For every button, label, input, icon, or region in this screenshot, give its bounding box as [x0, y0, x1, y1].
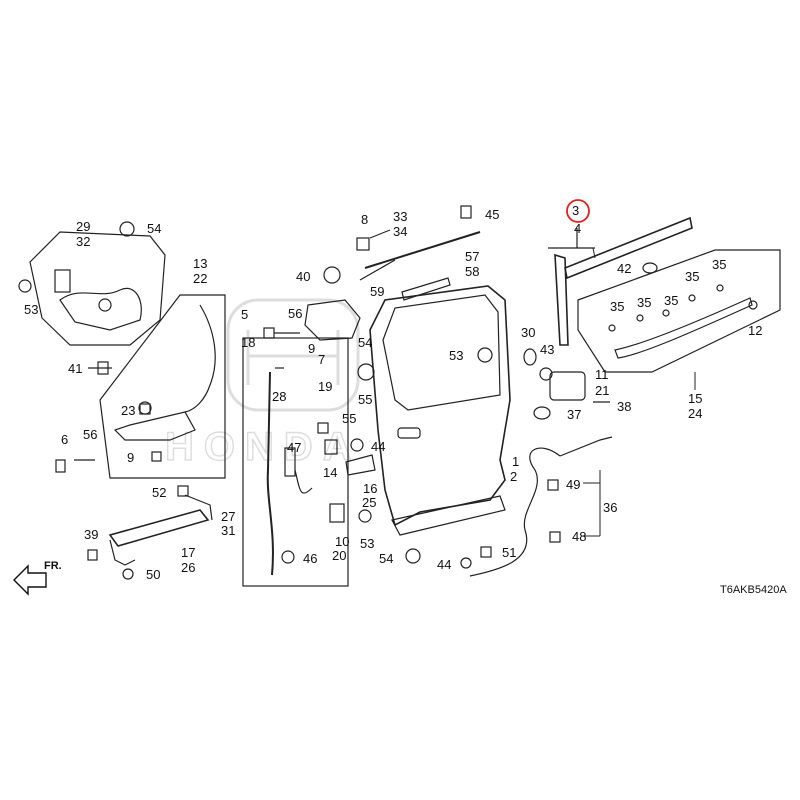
callout-c56a: 56	[288, 306, 303, 321]
callout-c20: 20	[332, 548, 347, 563]
callout-c47: 47	[287, 440, 302, 455]
callout-c59: 59	[370, 284, 385, 299]
callout-c35e: 35	[664, 293, 679, 308]
callout-c52: 52	[152, 485, 167, 500]
callout-c32: 32	[76, 234, 91, 249]
callout-c9a: 9	[308, 341, 316, 356]
front-arrow-icon	[13, 564, 47, 596]
callout-c44b: 44	[437, 557, 452, 572]
door-insulator	[29, 231, 166, 346]
regulator-frame	[99, 294, 226, 479]
grommet-53	[18, 279, 32, 293]
lower-roller-rail	[108, 509, 210, 547]
callout-c42: 42	[617, 261, 632, 276]
callout-c3: 3	[572, 203, 580, 218]
callout-c33: 33	[393, 209, 408, 224]
callout-c38: 38	[617, 399, 632, 414]
callout-c18: 18	[241, 335, 256, 350]
callout-c43: 43	[540, 342, 555, 357]
callout-c51: 51	[502, 545, 517, 560]
callout-c55b: 55	[342, 411, 357, 426]
callout-c14: 14	[323, 465, 338, 480]
callout-c29: 29	[76, 219, 91, 234]
callout-c41: 41	[68, 361, 83, 376]
callout-c35d: 35	[637, 295, 652, 310]
callout-c1: 1	[512, 454, 520, 469]
part-outlines	[18, 205, 781, 587]
callout-c39: 39	[84, 527, 99, 542]
callout-c46: 46	[303, 551, 318, 566]
callout-c8: 8	[361, 212, 369, 227]
callout-c22: 22	[193, 271, 208, 286]
callout-c54b: 54	[358, 335, 373, 350]
callout-c54a: 54	[147, 221, 162, 236]
callout-c53a: 53	[24, 302, 39, 317]
diagram-code: T6AKB5420A	[720, 584, 787, 596]
callout-c30: 30	[521, 325, 536, 340]
callout-c12: 12	[748, 323, 763, 338]
callout-c19: 19	[318, 379, 333, 394]
callout-c9b: 9	[127, 450, 135, 465]
callout-c50: 50	[146, 567, 161, 582]
callout-c31: 31	[221, 523, 236, 538]
grommet-54	[119, 221, 135, 237]
callout-c35a: 35	[685, 269, 700, 284]
callout-c26: 26	[181, 560, 196, 575]
callout-c15: 15	[688, 391, 703, 406]
callout-c56b: 56	[83, 427, 98, 442]
callout-c13: 13	[193, 256, 208, 271]
callout-c37: 37	[567, 407, 582, 422]
callout-c45: 45	[485, 207, 500, 222]
callout-c48: 48	[572, 529, 587, 544]
callout-c35b: 35	[712, 257, 727, 272]
callout-c4: 4	[574, 221, 582, 236]
callout-c44a: 44	[371, 439, 386, 454]
callout-c25: 25	[362, 495, 377, 510]
callout-c7: 7	[318, 352, 326, 367]
callout-c10: 10	[335, 534, 350, 549]
callout-c49: 49	[566, 477, 581, 492]
svg-text:HONDA: HONDA	[165, 425, 362, 469]
callout-c40: 40	[296, 269, 311, 284]
callout-c11: 11	[595, 367, 609, 382]
callout-c54c: 54	[379, 551, 394, 566]
callout-c5: 5	[241, 307, 249, 322]
honda-watermark: HONDA	[164, 298, 362, 470]
front-marker: FR.	[44, 560, 62, 572]
callout-c16: 16	[363, 481, 378, 496]
callout-c58: 58	[465, 264, 480, 279]
callout-c24: 24	[688, 406, 703, 421]
callout-c53c: 53	[360, 536, 375, 551]
callout-c34: 34	[393, 224, 408, 239]
callout-c27: 27	[221, 509, 236, 524]
highlight-ring	[566, 199, 590, 223]
callout-c35c: 35	[610, 299, 625, 314]
garnish-box	[577, 249, 781, 373]
callout-c36: 36	[603, 500, 618, 515]
callout-c55a: 55	[358, 392, 373, 407]
callout-c28: 28	[272, 389, 287, 404]
sliding-door-panel	[369, 285, 511, 527]
callout-c21: 21	[595, 383, 610, 398]
leader-lines	[369, 229, 696, 537]
callout-c17: 17	[181, 545, 196, 560]
callout-c6: 6	[61, 432, 69, 447]
callout-c2: 2	[510, 469, 518, 484]
callout-c53b: 53	[449, 348, 464, 363]
callout-c23: 23	[121, 403, 136, 418]
callout-c57: 57	[465, 249, 480, 264]
